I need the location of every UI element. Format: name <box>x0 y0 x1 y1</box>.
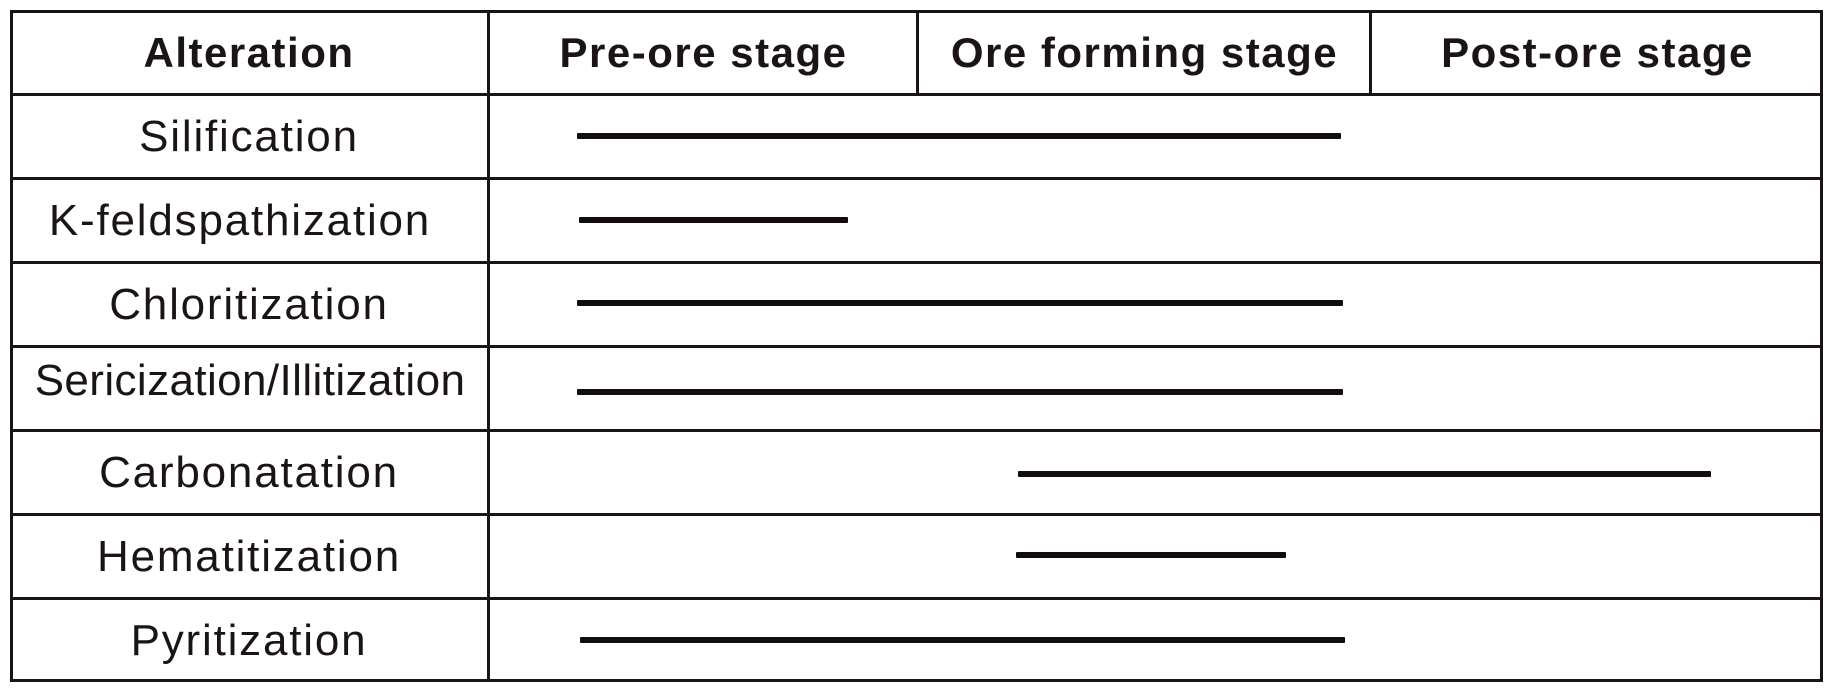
header-stage-divider <box>916 10 919 94</box>
duration-bar-k-feldspathization <box>579 217 848 223</box>
row-divider <box>10 261 1823 264</box>
row-divider <box>10 345 1823 348</box>
column-divider <box>487 10 490 682</box>
row-label-carbonatation: Carbonatation <box>99 448 399 497</box>
header-alteration: Alteration <box>143 29 355 76</box>
duration-bar-pyritization <box>580 637 1345 643</box>
duration-bar-silification <box>577 133 1341 139</box>
row-label-chloritization: Chloritization <box>109 280 389 329</box>
row-label-hematitization: Hematitization <box>97 532 401 581</box>
header-ore-forming-stage: Ore forming stage <box>950 29 1339 76</box>
duration-bar-carbonatation <box>1018 471 1711 477</box>
row-label-pyritization: Pyritization <box>130 616 368 665</box>
duration-bar-sericization-illitization <box>577 389 1343 395</box>
row-label-sericization-illitization: Sericization/Illitization <box>34 356 466 405</box>
header-pre-ore-stage: Pre-ore stage <box>559 29 848 76</box>
row-label-silification: Silification <box>139 112 359 161</box>
row-divider <box>10 429 1823 432</box>
row-label-k-feldspathization: K-feldspathization <box>48 196 432 245</box>
row-divider <box>10 597 1823 600</box>
row-divider <box>10 93 1823 96</box>
duration-bar-chloritization <box>577 300 1343 306</box>
header-post-ore-stage: Post-ore stage <box>1441 29 1754 76</box>
duration-bar-hematitization <box>1016 552 1286 558</box>
row-divider <box>10 513 1823 516</box>
row-divider <box>10 177 1823 180</box>
header-stage-divider <box>1369 10 1372 94</box>
